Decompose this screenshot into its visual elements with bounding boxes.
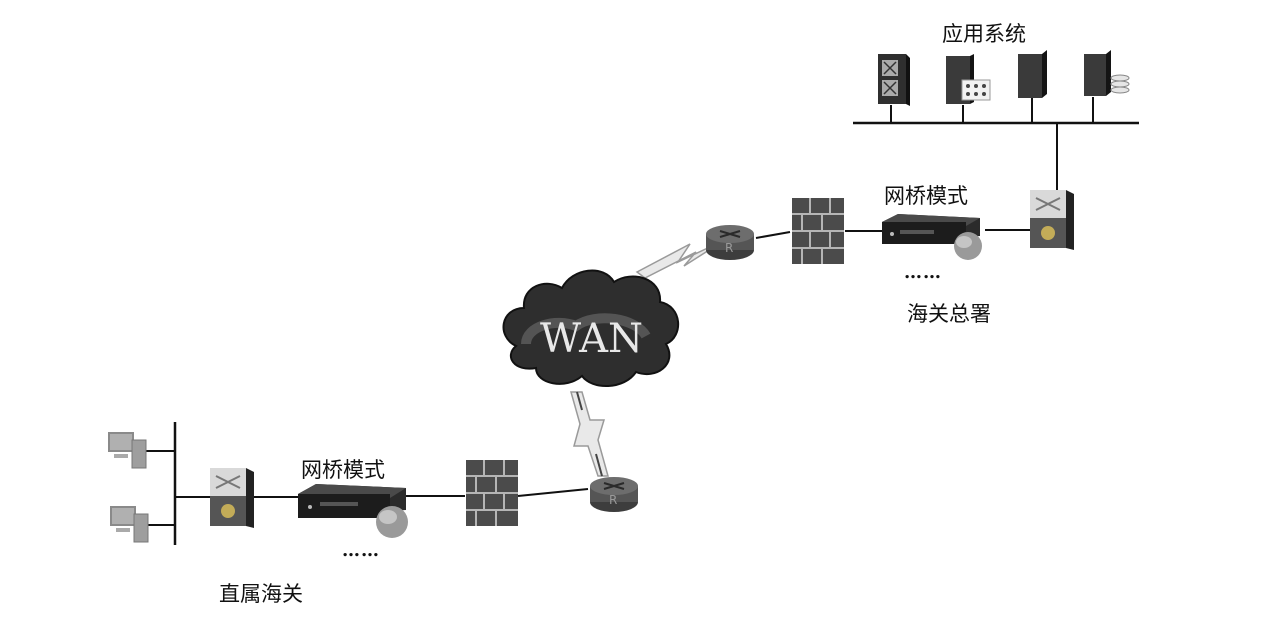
wan-label: WAN: [540, 316, 643, 362]
router-icon: R: [590, 477, 638, 512]
lightning-link-hq: [635, 243, 713, 279]
site-label-branch: 直属海关: [219, 582, 303, 606]
router-label: R: [725, 241, 733, 255]
bridge-appliance-icon: [882, 214, 982, 260]
ellipsis-branch: ……: [342, 540, 380, 561]
server-icon: [1018, 50, 1047, 98]
workstation-icon: [108, 432, 147, 469]
firewall-icon: [466, 460, 518, 526]
core-switch-icon: [1030, 190, 1074, 250]
bridge-mode-label-branch: 网桥模式: [301, 458, 385, 482]
firewall-icon: [792, 198, 844, 264]
workstation-icon: [110, 506, 149, 543]
access-switch-icon: [210, 468, 254, 528]
lightning-link-branch: [570, 391, 609, 477]
server-icon: [878, 54, 910, 106]
app-systems-label: 应用系统: [942, 22, 1026, 46]
firewall-to-router-branch: [517, 488, 589, 497]
router-label: R: [609, 493, 617, 507]
firewall-to-router-hq: [755, 231, 791, 239]
router-icon: R: [706, 225, 754, 260]
wan-cloud-icon: WAN: [502, 269, 680, 388]
ellipsis-hq: ……: [904, 262, 942, 283]
site-label-hq: 海关总署: [907, 302, 991, 326]
bridge-appliance-icon: [298, 484, 408, 538]
bridge-mode-label-hq: 网桥模式: [884, 184, 968, 208]
server-icon: [946, 54, 991, 104]
server-icon: [1084, 50, 1130, 96]
